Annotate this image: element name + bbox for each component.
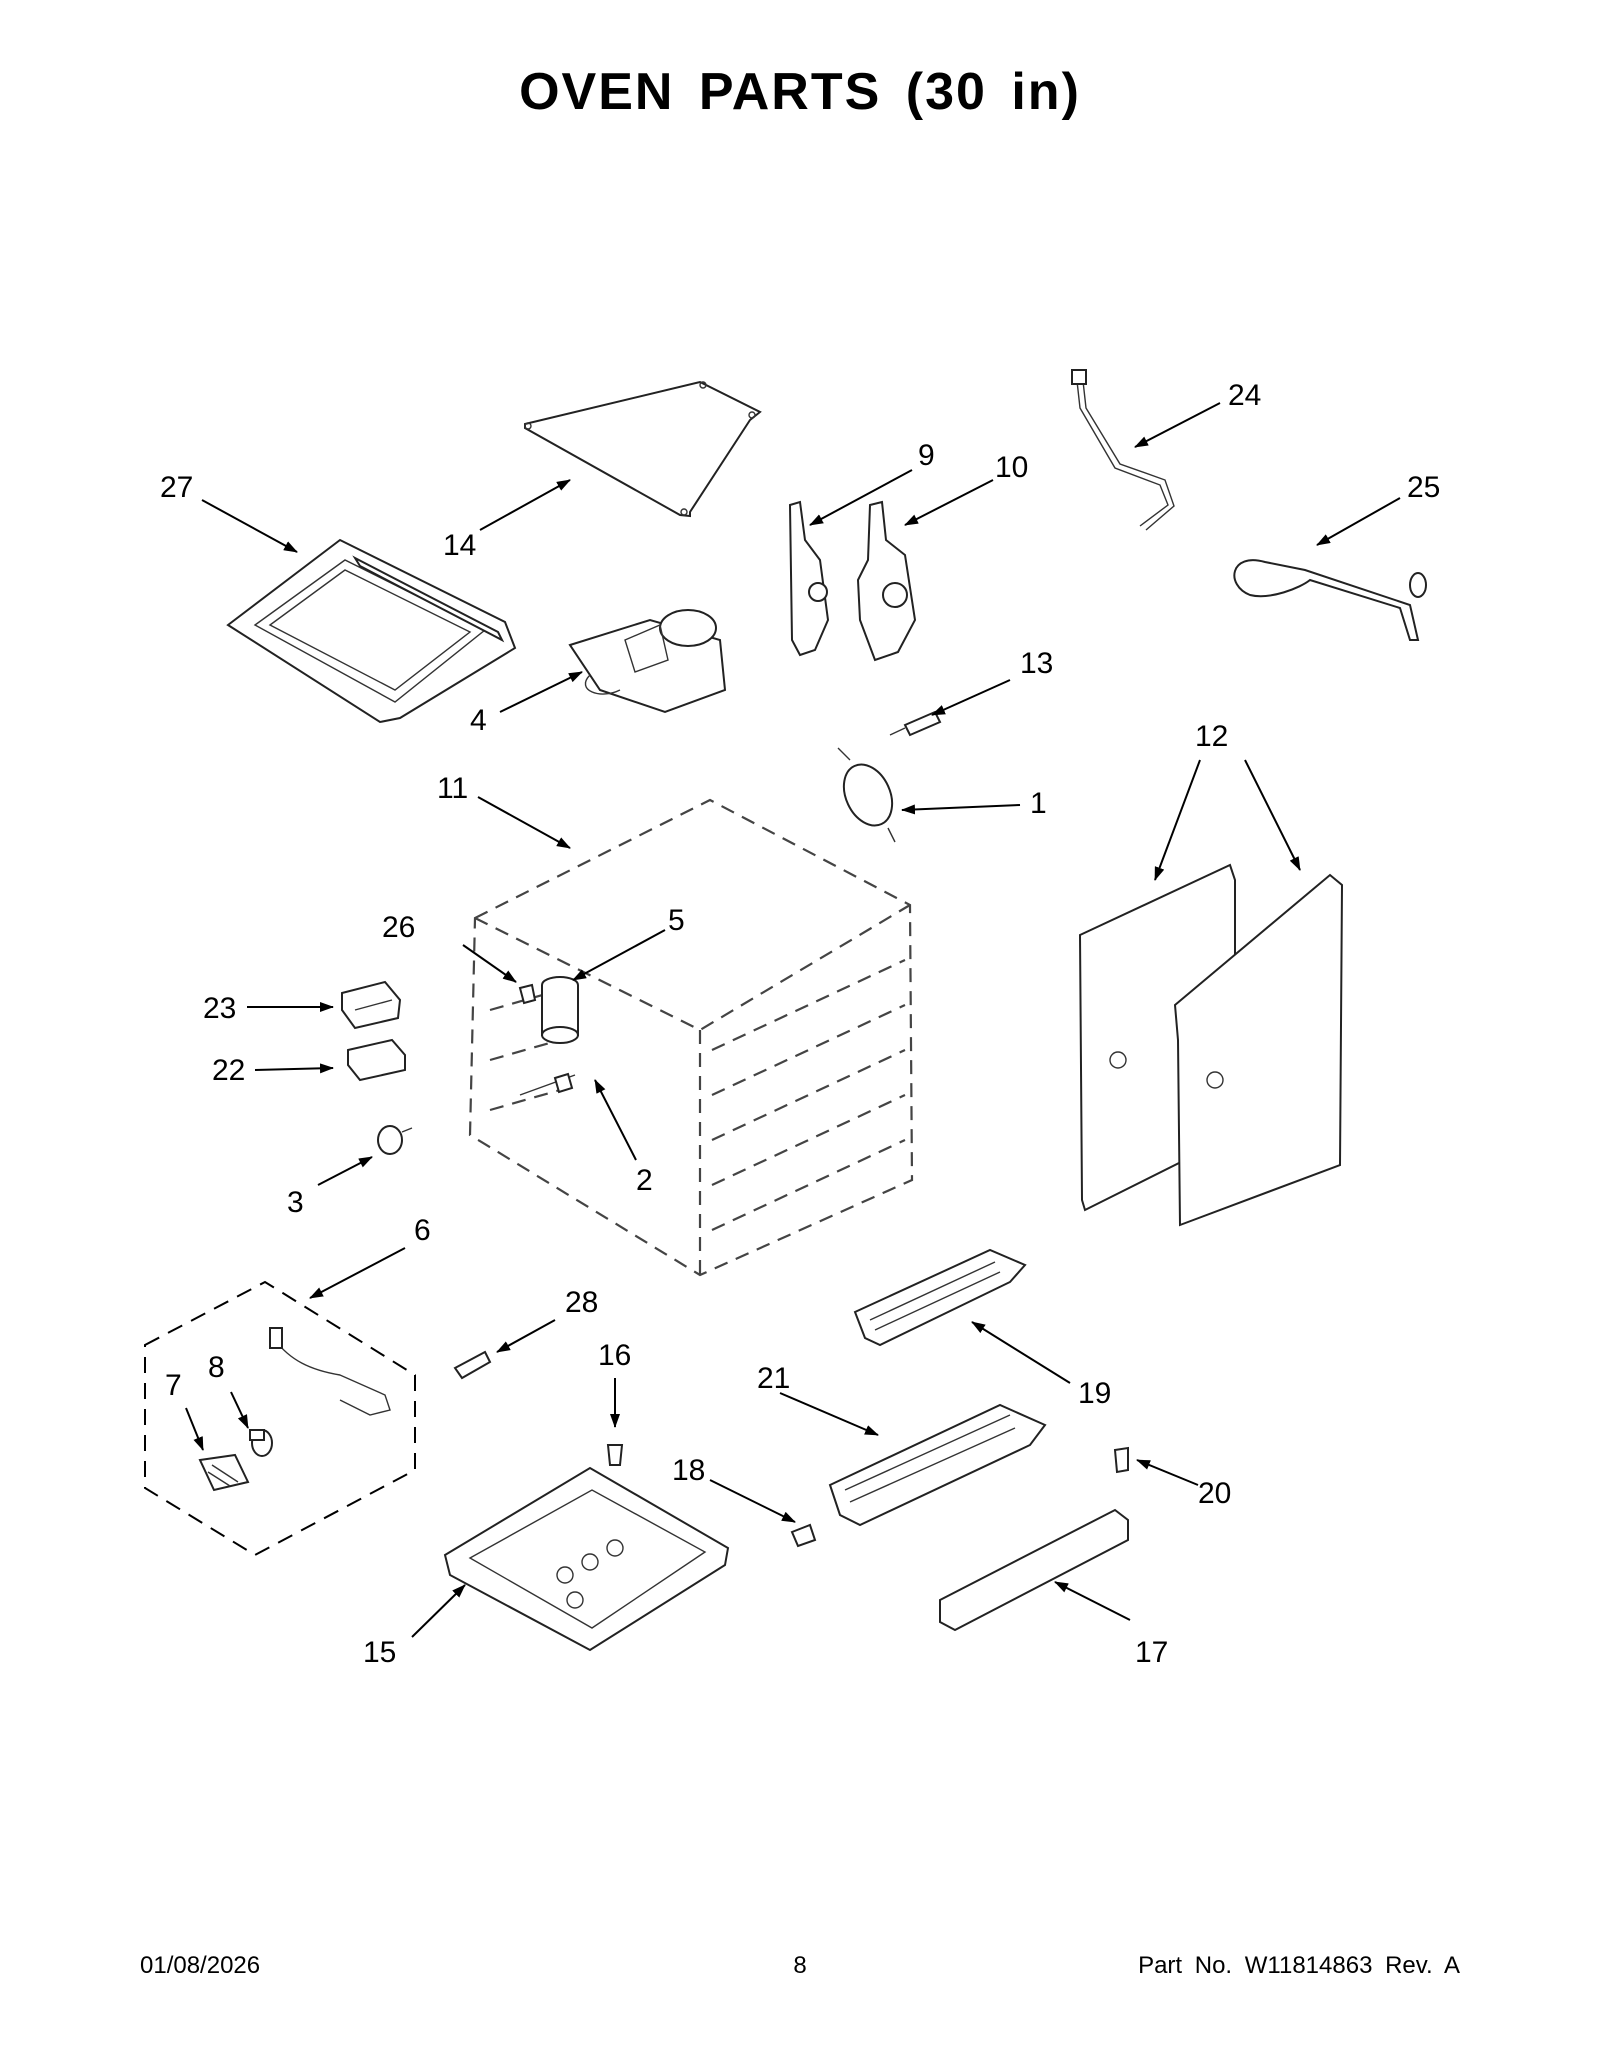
page-title: OVEN PARTS (30 in) (519, 63, 1081, 121)
part-4-latch (568, 609, 727, 714)
part-2-probe (519, 1072, 576, 1096)
part-3-knob (377, 1125, 413, 1155)
callout-labels: 1 2 3 4 5 6 7 8 9 10 11 12 13 14 15 16 1… (160, 379, 1440, 1669)
callout-26: 26 (382, 911, 415, 944)
part-11-oven-cavity (468, 798, 914, 1277)
part-21-element (828, 1403, 1047, 1527)
part-1-sensor (837, 747, 896, 843)
callout-27: 27 (160, 471, 193, 504)
part-15-tray (443, 1466, 730, 1652)
callout-20: 20 (1198, 1477, 1231, 1510)
callout-16: 16 (598, 1339, 631, 1372)
callout-28: 28 (565, 1286, 598, 1319)
part-19-element (853, 1248, 1027, 1347)
part-20-screw (1113, 1446, 1129, 1474)
callout-5: 5 (668, 904, 685, 937)
part-27-window-frame (226, 538, 517, 724)
callout-14: 14 (443, 529, 476, 562)
part-10-hinge (856, 500, 917, 662)
callout-11: 11 (437, 772, 468, 805)
callout-10: 10 (995, 451, 1028, 484)
part-25-burner-tube (1233, 559, 1427, 641)
callout-25: 25 (1407, 471, 1440, 504)
callout-9: 9 (918, 439, 935, 472)
part-17-rail (939, 1508, 1129, 1632)
part-13-screw (889, 710, 942, 737)
part-7-lens (198, 1453, 250, 1492)
part-23-bracket (341, 980, 402, 1030)
part-16-screw (606, 1444, 624, 1466)
callout-leaders (185, 402, 1401, 1638)
callout-17: 17 (1135, 1636, 1168, 1669)
footer-date: 01/08/2026 (140, 1952, 261, 1979)
part-6-light-assembly (144, 1280, 416, 1557)
callout-13: 13 (1020, 647, 1053, 680)
callout-12: 12 (1195, 720, 1228, 753)
part-12-side-panels (1078, 863, 1344, 1227)
callout-2: 2 (636, 1164, 653, 1197)
part-18-clip (790, 1523, 817, 1548)
part-9-hinge (788, 500, 830, 657)
callout-7: 7 (165, 1369, 182, 1402)
part-22-block (347, 1038, 406, 1082)
part-5-burner (541, 976, 579, 1044)
part-24-tube (1071, 369, 1175, 531)
callout-8: 8 (208, 1351, 225, 1384)
callout-24: 24 (1228, 379, 1261, 412)
callout-23: 23 (203, 992, 236, 1025)
footer-part-number: Part No. W11814863 Rev. A (1138, 1952, 1460, 1979)
callout-1: 1 (1030, 787, 1047, 820)
part-26-screw (518, 983, 537, 1005)
callout-4: 4 (470, 704, 487, 737)
callout-15: 15 (363, 1636, 396, 1669)
part-14-shield (524, 380, 762, 518)
part-28-screw (453, 1350, 492, 1380)
footer-page-number: 8 (793, 1952, 807, 1979)
callout-6: 6 (414, 1214, 431, 1247)
callout-18: 18 (672, 1454, 705, 1487)
callout-3: 3 (287, 1186, 304, 1219)
callout-21: 21 (757, 1362, 790, 1395)
callout-19: 19 (1078, 1377, 1111, 1410)
part-8-bulb (249, 1429, 273, 1457)
callout-22: 22 (212, 1054, 245, 1087)
